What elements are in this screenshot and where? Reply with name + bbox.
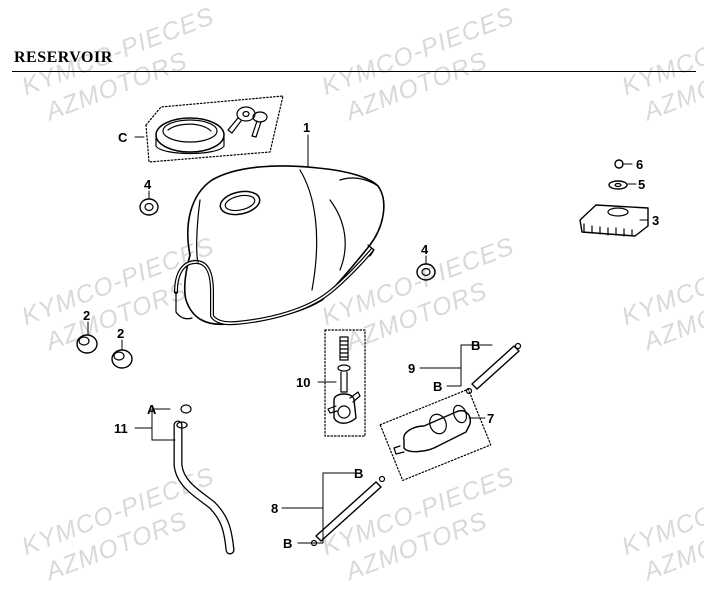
label-clip-b: B [283,536,292,551]
fuel-cap-set [134,95,284,163]
label-grommet-right: 4 [421,242,429,257]
label-bolt: 6 [636,157,643,172]
label-clip-b: B [433,379,442,394]
label-rubber-a: 2 [83,308,90,323]
breather-hose [134,404,235,555]
label-pad: 3 [652,213,659,228]
label-tank: 1 [303,120,310,135]
grommet-left [139,190,159,216]
label-hose-8: 8 [271,501,278,516]
label-breather-hose: 11 [114,421,128,436]
title-divider [12,71,696,72]
fuel-filter [379,388,492,482]
rubber-pad [579,204,649,237]
label-fuel-filter: 7 [487,411,494,426]
label-cap-set: C [118,130,128,145]
fuel-hose-9 [419,342,522,395]
rubber-cushion-a [76,321,98,354]
label-washer: 5 [638,177,645,192]
fuel-cock [317,329,366,437]
washer [608,180,637,190]
label-clip-a: A [147,402,157,417]
label-grommet-left: 4 [144,177,152,192]
rubber-cushion-b [111,339,133,369]
grommet-right [416,255,436,281]
bolt [614,159,633,169]
label-hose-9: 9 [408,361,415,376]
label-clip-b: B [354,466,363,481]
fuel-tank [174,134,385,326]
fuel-hose-8 [281,472,386,547]
label-rubber-b: 2 [117,326,124,341]
label-clip-b: B [471,338,480,353]
page-title: RESERVOIR [14,49,113,66]
label-fuel-cock: 10 [296,375,310,390]
